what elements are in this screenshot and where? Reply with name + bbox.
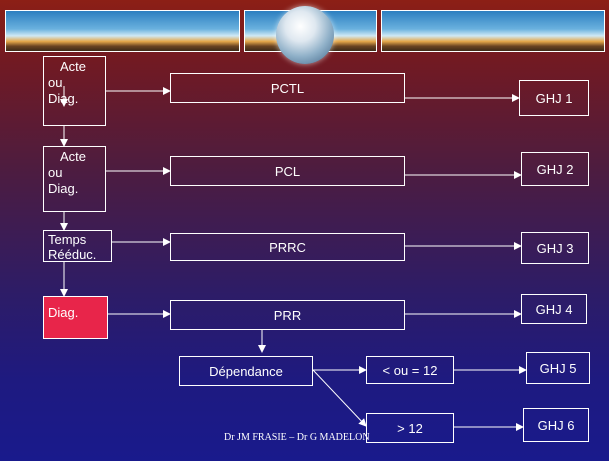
- condition-gt12-box: > 12: [366, 413, 454, 443]
- ghj2-box: GHJ 2: [521, 152, 589, 186]
- ghj2-label: GHJ 2: [536, 161, 574, 177]
- ghj3-box: GHJ 3: [521, 232, 589, 264]
- ghj1-box: GHJ 1: [519, 80, 589, 116]
- condition-le12-label: < ou = 12: [382, 362, 438, 378]
- left-box-2: Acte ou Diag.: [43, 146, 106, 212]
- left-box-4-highlighted: Diag.: [43, 296, 108, 339]
- left-box-1: Acte ou Diag.: [43, 56, 106, 126]
- left-box-3-line2: Rééduc.: [48, 247, 97, 262]
- footer-credit: Dr JM FRASIE – Dr G MADELON: [224, 432, 370, 443]
- arrow-dependance-to-gt12: [312, 369, 367, 427]
- ghj4-box: GHJ 4: [521, 294, 587, 324]
- ghj5-label: GHJ 5: [539, 360, 577, 376]
- ghj6-label: GHJ 6: [537, 417, 575, 433]
- landscape-banner-left: [5, 10, 240, 52]
- ghj4-label: GHJ 4: [535, 301, 573, 317]
- pcl-box: PCL: [170, 156, 405, 186]
- ghj6-box: GHJ 6: [523, 408, 589, 442]
- left-box-1-line3: Diag.: [48, 91, 79, 106]
- dependance-box: Dépendance: [179, 356, 313, 386]
- left-box-3: Temps Rééduc.: [43, 230, 112, 262]
- left-box-1-line1: Acte: [60, 59, 87, 74]
- left-box-4-line1: Diag.: [48, 305, 79, 320]
- pcl-label: PCL: [274, 163, 301, 179]
- prrc-box: PRRC: [170, 233, 405, 261]
- left-box-1-line2: ou: [48, 75, 63, 90]
- ghj3-label: GHJ 3: [536, 240, 574, 256]
- pctl-label: PCTL: [270, 80, 305, 96]
- ghj5-box: GHJ 5: [526, 352, 590, 384]
- prrc-label: PRRC: [269, 239, 306, 255]
- left-box-2-line1: Acte: [60, 149, 87, 164]
- prr-label: PRR: [273, 307, 302, 323]
- left-box-2-line3: Diag.: [48, 181, 79, 196]
- condition-le12-box: < ou = 12: [366, 356, 454, 384]
- dependance-label: Dépendance: [209, 363, 283, 379]
- ghj1-label: GHJ 1: [535, 90, 573, 106]
- condition-gt12-label: > 12: [397, 420, 423, 436]
- landscape-banner-right: [381, 10, 605, 52]
- left-box-3-line1: Temps: [48, 232, 87, 247]
- globe-icon: [276, 6, 334, 64]
- pctl-box: PCTL: [170, 73, 405, 103]
- prr-box: PRR: [170, 300, 405, 330]
- left-box-2-line2: ou: [48, 165, 63, 180]
